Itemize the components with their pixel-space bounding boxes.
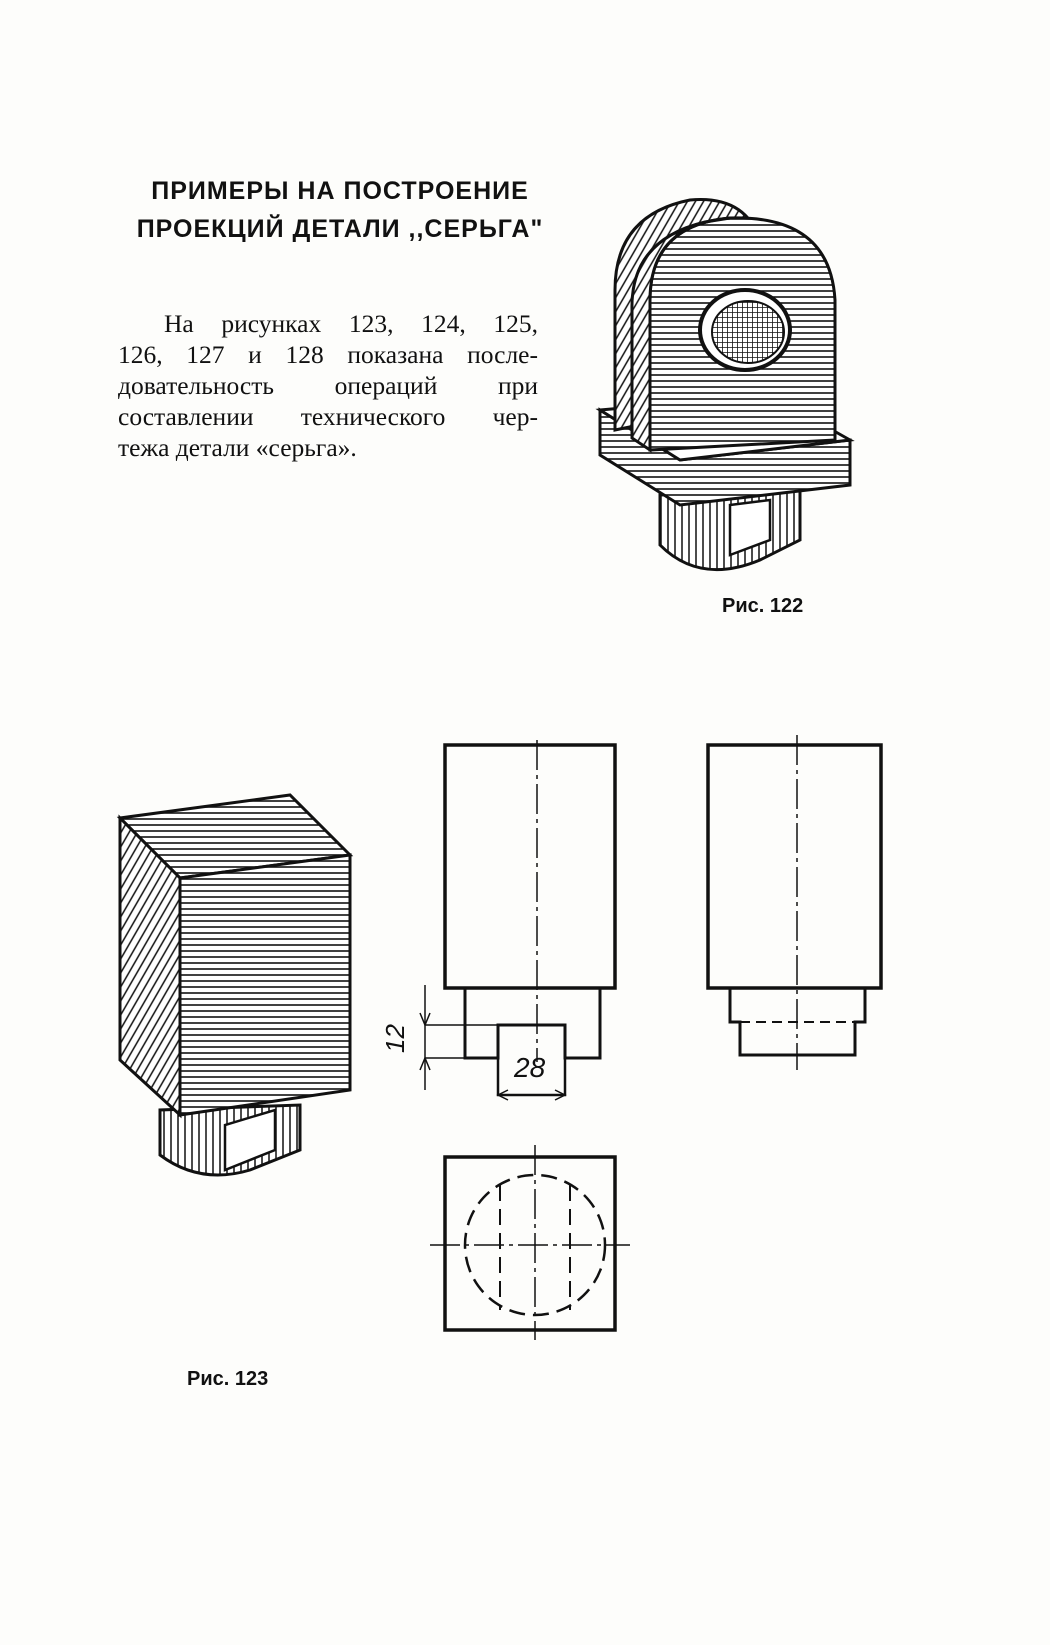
paragraph-line: На рисунках 123, 124, 125, (164, 309, 538, 338)
paragraph-line: 126, 127 и 128 показана после- (118, 340, 538, 369)
heading-line-2: ПРОЕКЦИЙ ДЕТАЛИ ,,СЕРЬГА" (136, 215, 544, 243)
figure-123-caption: Рис. 123 (187, 1368, 269, 1390)
dimension-28-label: 28 (514, 1052, 546, 1083)
intro-paragraph: На рисунках 123, 124, 125, 126, 127 и 12… (118, 308, 538, 463)
figure-122-earring-isometric (595, 198, 855, 572)
paragraph-line: тежа детали «серьга». (118, 433, 357, 462)
heading-line-1: ПРИМЕРЫ НА ПОСТРОЕНИЕ (151, 177, 529, 205)
figure-122-caption: Рис. 122 (722, 595, 804, 617)
dimension-12-label: 12 (380, 1024, 410, 1053)
figure-123-front-view (419, 740, 617, 1101)
paragraph-line: довательность операций при (118, 371, 538, 400)
section-heading: ПРИМЕРЫ НА ПОСТРОЕНИЕ ПРОЕКЦИЙ ДЕТАЛИ ,,… (120, 172, 560, 248)
figure-123-side-view (706, 735, 883, 1070)
figure-123-top-view (430, 1145, 630, 1340)
paragraph-line: составлении технического чер- (118, 402, 538, 431)
figure-123-block-isometric (116, 793, 354, 1177)
